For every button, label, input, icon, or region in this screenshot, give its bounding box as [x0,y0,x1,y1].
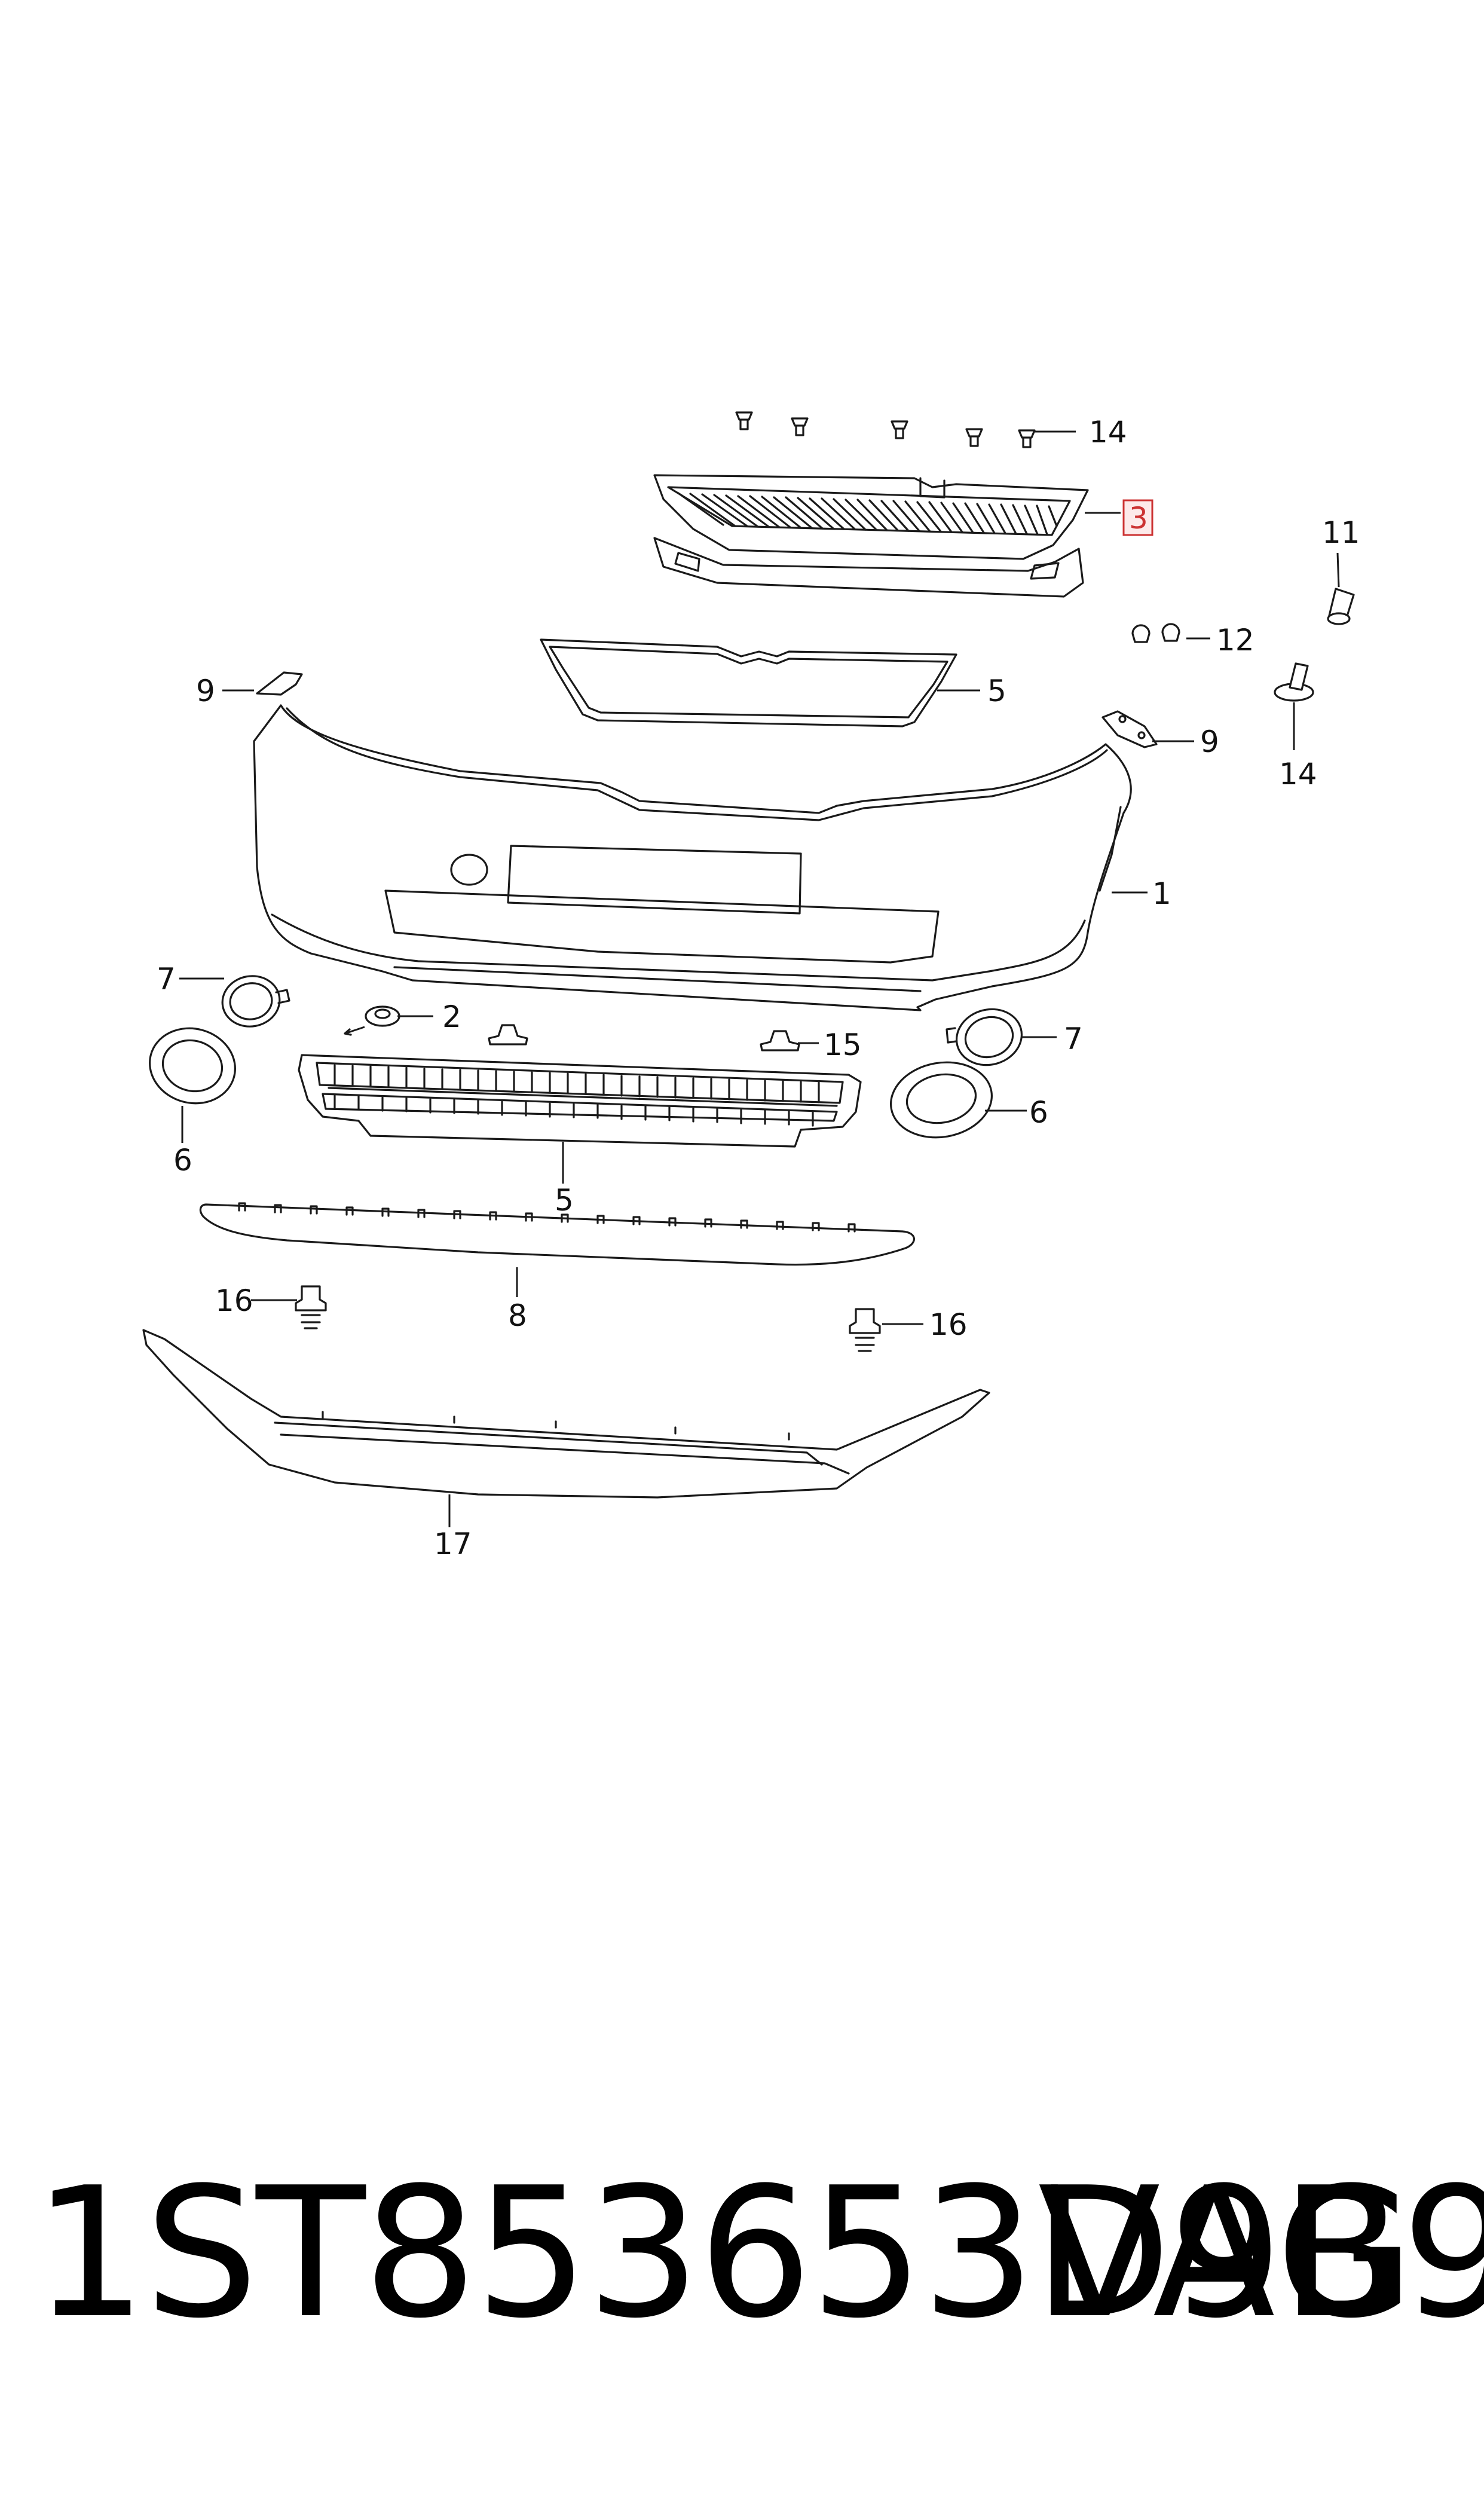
bracket-left-part [256,671,303,696]
trim-ring-right-part [946,1008,1023,1066]
callout-3-highlighted: 3 [1129,501,1148,536]
lower-grille-part [298,1054,862,1148]
callout-5: 5 [555,1183,574,1218]
callout-labels: 14 3 11 12 14 5 9 9 1 2 7 7 15 6 6 5 8 1… [157,415,1360,1561]
top-clips-part [735,411,1036,448]
bracket-right-part [1101,710,1158,748]
brand-name: VAG [1038,2149,1418,2358]
callout-7-right: 7 [1064,1022,1083,1056]
callout-16-right: 16 [929,1307,968,1342]
callout-7-left: 7 [157,962,176,996]
exploded-parts-diagram: 14 3 11 12 14 5 9 9 1 2 7 7 15 6 6 5 8 1… [142,411,1360,1561]
clips-12-part [1131,623,1180,643]
trim-ring-left-part [221,975,290,1028]
bumper-cover-part [253,704,1132,1011]
callout-2: 2 [442,999,461,1034]
callout-6-right: 6 [1029,1095,1048,1130]
spoiler-lip-part [142,1329,990,1499]
part-number: 1ST853653D9B9 [33,2149,1484,2358]
callout-4: 5 [987,674,1006,708]
callout-1: 1 [1152,876,1171,911]
trim-strip-part [199,1202,915,1266]
upper-grille-part [653,474,1089,598]
clip-15-right-part [760,1030,800,1051]
callout-14-right: 14 [1279,757,1317,791]
fog-cover-right-part [890,1061,993,1139]
cap-part [344,1005,400,1036]
callout-15: 15 [824,1028,862,1062]
callout-12: 12 [1216,623,1254,658]
footer: 1ST853653D9B9 VAG [0,2128,1484,2379]
callout-11: 11 [1322,515,1360,550]
callout-9-left: 9 [196,674,215,708]
push-pin-part [1274,662,1314,702]
grille-frame-part [540,638,957,727]
rivet-nut-part [1327,588,1355,625]
screw-left-part [295,1285,327,1329]
clip-15-left-part [488,1024,528,1045]
fog-cover-left-part [149,1027,236,1105]
screw-right-part [849,1308,881,1352]
callout-9-right: 9 [1200,724,1219,759]
callout-17: 17 [434,1527,472,1561]
callout-14-top: 14 [1089,415,1127,450]
callout-8: 8 [508,1298,527,1333]
callout-3-highlight-box [1122,499,1153,536]
callout-6-left: 6 [173,1143,192,1178]
leader-lines [179,430,1340,1527]
callout-16-left: 16 [215,1283,253,1318]
